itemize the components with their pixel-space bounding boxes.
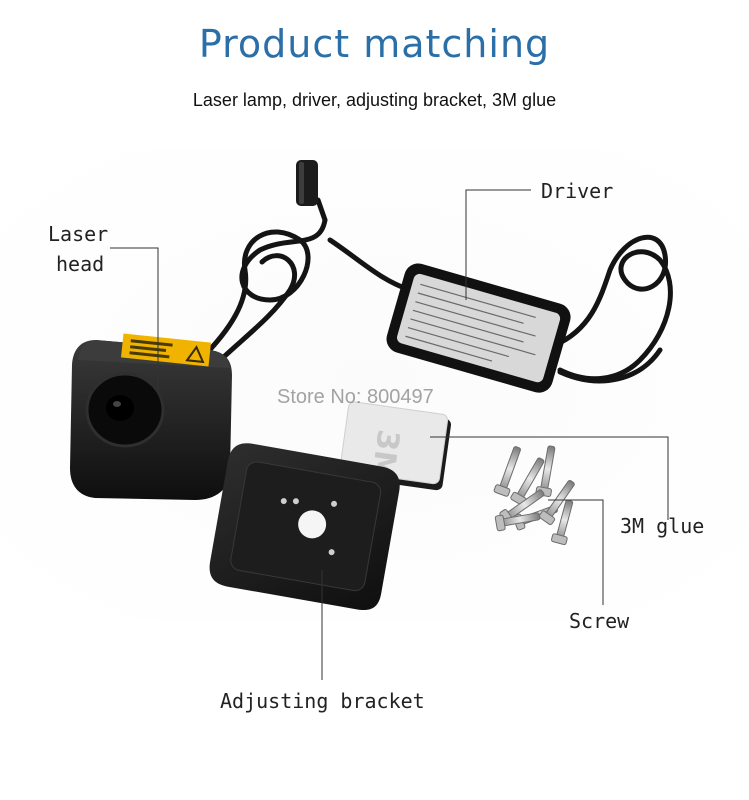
page-title: Product matching bbox=[198, 22, 551, 66]
page-subtitle: Laser lamp, driver, adjusting bracket, 3… bbox=[192, 90, 557, 110]
label-adjusting-bracket: Adjusting bracket bbox=[220, 689, 425, 713]
adjusting-bracket bbox=[209, 443, 400, 610]
label-laser-line1: Laser bbox=[48, 222, 109, 246]
connector-plug bbox=[296, 160, 318, 206]
label-driver: Driver bbox=[541, 179, 614, 203]
laser-head bbox=[70, 333, 232, 500]
label-screw: Screw bbox=[569, 609, 630, 633]
cable bbox=[197, 197, 673, 384]
label-3m-glue: 3M glue bbox=[620, 514, 705, 538]
label-laser-head: Laser head bbox=[48, 219, 108, 279]
product-photo: 3M bbox=[0, 150, 749, 620]
store-watermark: Store No: 800497 bbox=[277, 386, 434, 408]
label-laser-line2: head bbox=[56, 252, 105, 276]
